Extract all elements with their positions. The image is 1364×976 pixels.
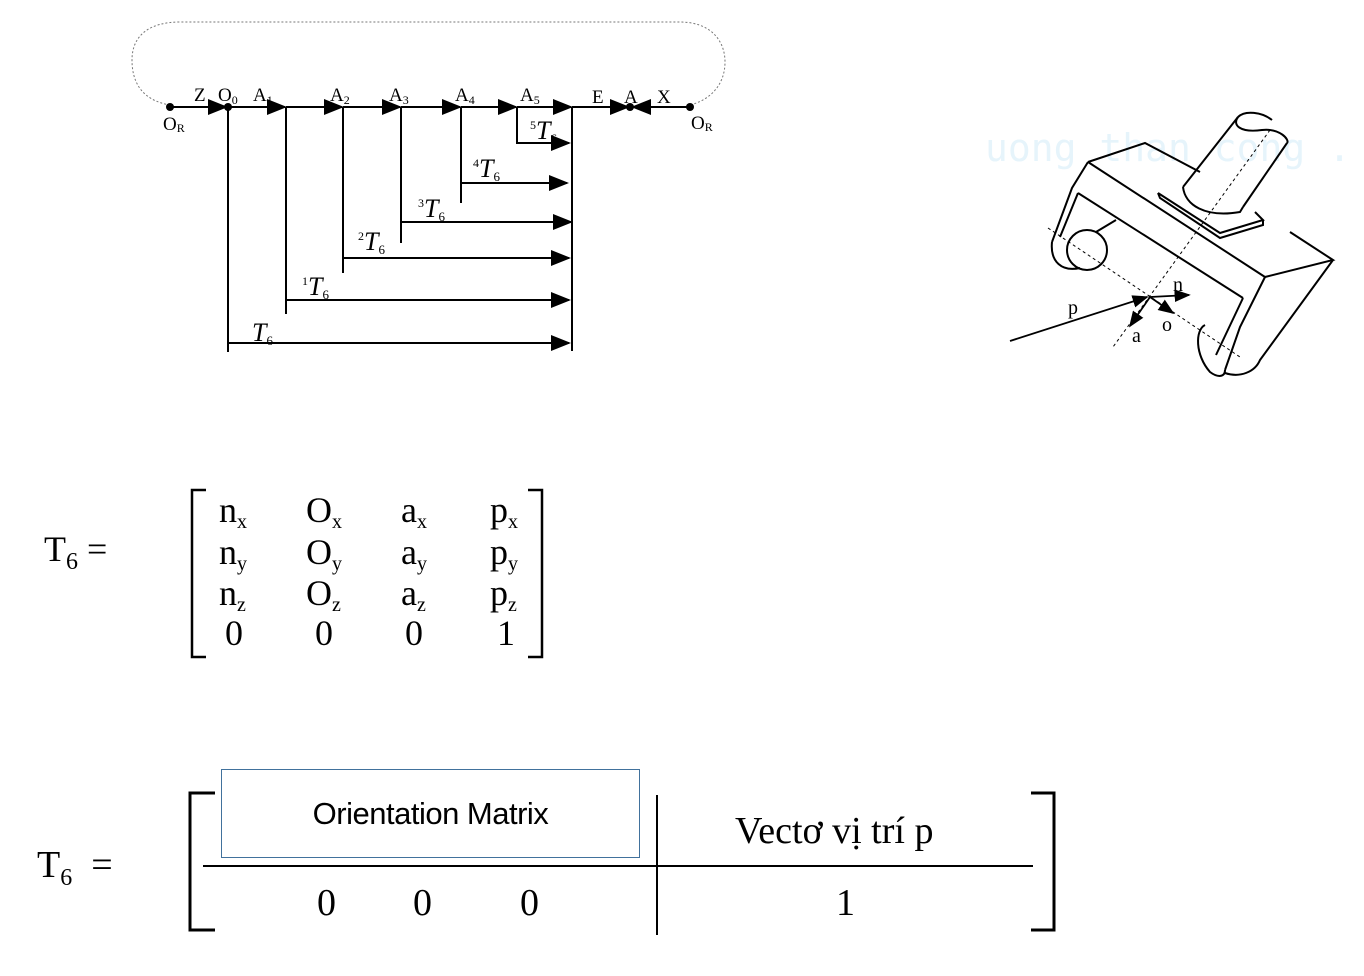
transform-4t6: 4T6 xyxy=(473,154,500,184)
cell-ny: ny xyxy=(219,532,247,575)
bottom-zero-3: 0 xyxy=(520,882,539,924)
label-e: E xyxy=(592,87,604,108)
label-n: n xyxy=(1173,274,1183,296)
bottom-zero-2: 0 xyxy=(413,882,432,924)
cell-az: az xyxy=(401,573,426,616)
label-o: o xyxy=(1162,314,1172,336)
n-axis-arrow xyxy=(1149,289,1191,303)
label-z: Z xyxy=(194,85,206,106)
transform-t6: T6 xyxy=(252,318,273,348)
bottom-zero-1: 0 xyxy=(317,882,336,924)
label-p: p xyxy=(1068,297,1078,319)
p-vector xyxy=(1009,295,1149,342)
matrix-block-lhs: T6 = xyxy=(37,844,113,891)
cell-ay: ay xyxy=(401,532,427,575)
cell-nz: nz xyxy=(219,573,246,616)
transform-3t6: 3T6 xyxy=(418,194,445,224)
origin-dot-left xyxy=(166,103,174,111)
gripper-drawing: p n o a xyxy=(1009,111,1336,377)
transform-2t6: 2T6 xyxy=(358,227,385,257)
cell-oz: Oz xyxy=(306,573,341,616)
kinematic-chain-diagram: Z O0 A1 A2 A3 A4 A5 E A X OR OR 5T6 4T6 … xyxy=(131,21,726,352)
transform-5t6: 5T6 xyxy=(530,116,557,146)
cell-py: py xyxy=(490,532,518,575)
label-a-axis: a xyxy=(1132,325,1141,347)
cell-ox: Ox xyxy=(306,490,342,533)
label-a2: A2 xyxy=(330,85,350,107)
cell-px: px xyxy=(490,490,518,533)
label-a1: A1 xyxy=(253,85,273,107)
watermark: uong than cong . xyxy=(985,126,1352,170)
cell-pz: pz xyxy=(490,573,517,616)
bottom-one: 1 xyxy=(836,882,855,924)
label-a4: A4 xyxy=(455,85,475,107)
label-o0: O0 xyxy=(218,85,238,107)
a-axis-arrow xyxy=(1128,296,1151,328)
o-axis-arrow xyxy=(1149,296,1175,315)
cell-ax: ax xyxy=(401,490,427,533)
o0-dot xyxy=(224,103,232,111)
position-vector-label: Vectơ vị trí p xyxy=(735,810,934,852)
cell-r4c3: 0 xyxy=(405,613,423,653)
matrix-full-lhs: T6 = xyxy=(44,529,108,575)
a-dot xyxy=(626,103,634,111)
orientation-matrix-box: Orientation Matrix xyxy=(221,769,640,858)
closed-loop-dotted-curve xyxy=(131,21,726,106)
origin-dot-right xyxy=(686,103,694,111)
cell-r4c1: 0 xyxy=(225,613,243,653)
label-a5: A5 xyxy=(520,85,540,107)
cell-r4c4: 1 xyxy=(497,613,515,653)
label-a: A xyxy=(624,87,638,108)
label-x: X xyxy=(657,87,671,108)
label-or-left: OR xyxy=(163,114,185,135)
label-a3: A3 xyxy=(389,85,409,107)
label-or-right: OR xyxy=(691,113,713,134)
chain-arrows xyxy=(170,99,690,352)
cell-oy: Oy xyxy=(306,532,342,575)
cell-nx: nx xyxy=(219,490,247,533)
transform-1t6: 1T6 xyxy=(302,272,329,302)
matrix-block-lines xyxy=(188,791,1056,935)
matrix-full-brackets xyxy=(190,488,544,659)
cell-r4c2: 0 xyxy=(315,613,333,653)
